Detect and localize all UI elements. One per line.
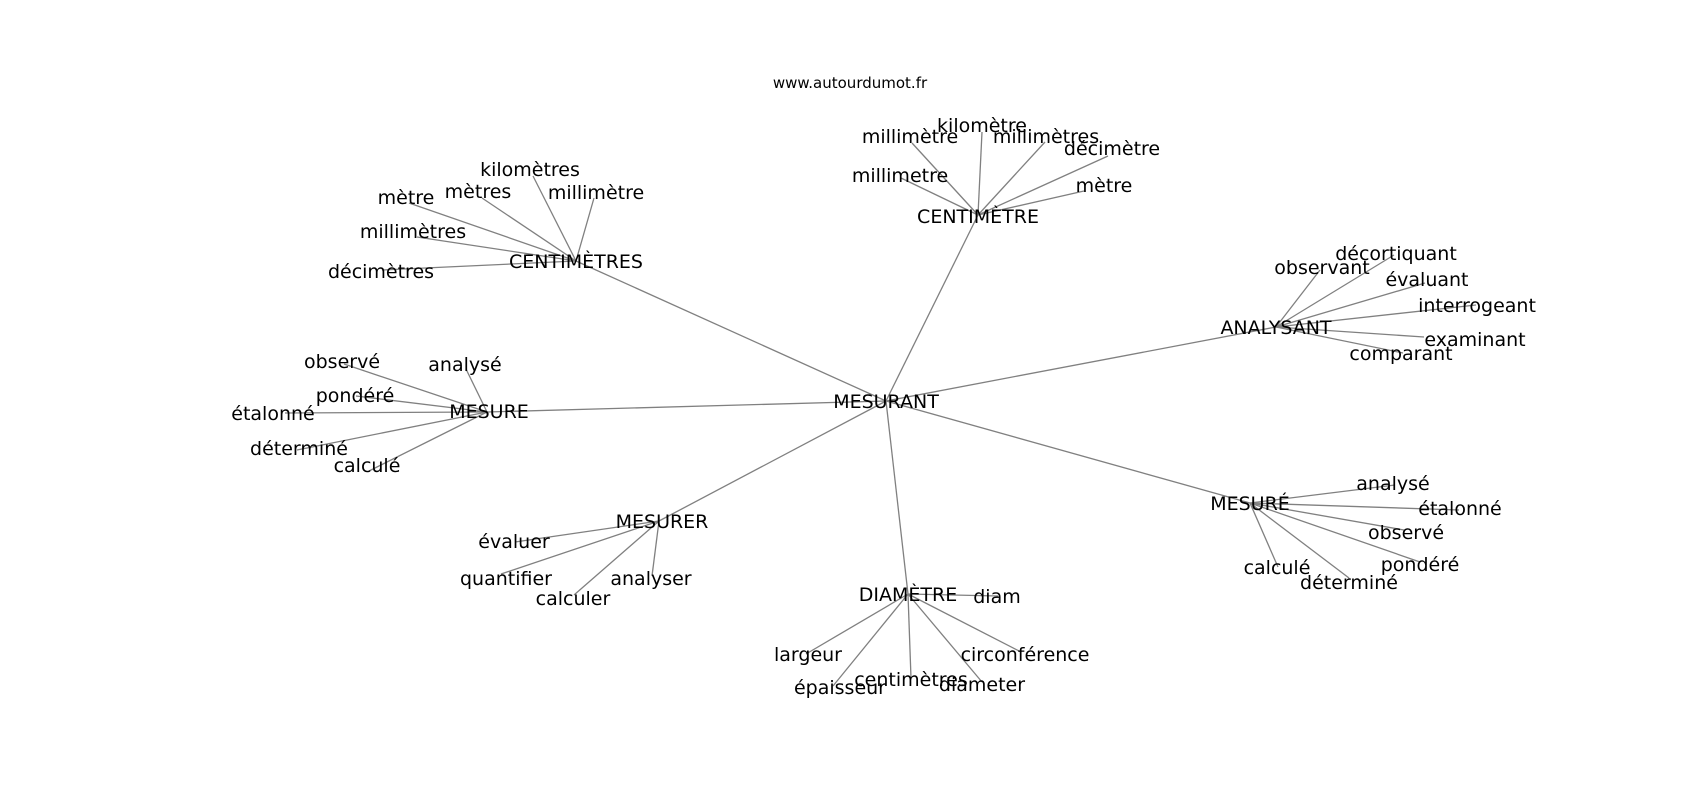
- leaf-node-observe[interactable]: observé: [1368, 522, 1444, 544]
- edge-mesure-determine: [1249, 502, 1350, 579]
- edge-center-analysant: [885, 326, 1277, 402]
- leaf-node-decimetre[interactable]: décimètre: [1064, 138, 1160, 160]
- hub-node-mesure[interactable]: MESURE: [449, 401, 529, 423]
- leaf-node-interrogeant[interactable]: interrogeant: [1418, 295, 1536, 317]
- edge-mesurer-evaluer: [514, 520, 660, 543]
- leaf-node-kilometres[interactable]: kilomètres: [480, 159, 580, 181]
- hub-node-mesurer[interactable]: MESURER: [616, 511, 709, 533]
- edge-mesurer-calculer: [573, 520, 660, 596]
- leaf-node-epaisseur[interactable]: épaisseur: [794, 677, 886, 699]
- edge-analysant-observant: [1275, 269, 1321, 328]
- edge-mesure-observe: [343, 363, 488, 413]
- hub-node-centimetre[interactable]: CENTIMÈTRE: [917, 205, 1039, 228]
- edge-mesure-calcule: [1249, 502, 1279, 568]
- leaf-node-metre[interactable]: mètre: [1076, 175, 1133, 197]
- edge-mesure-calcule: [368, 411, 488, 472]
- leaf-node-decortiquant[interactable]: décortiquant: [1335, 243, 1457, 265]
- edge-center-mesurer: [658, 400, 887, 522]
- edge-centimetre-metre: [977, 190, 1085, 216]
- edge-centimetres-metres: [481, 197, 577, 262]
- leaf-node-metre[interactable]: mètre: [378, 187, 435, 209]
- hub-node-mesure[interactable]: MESURÉ: [1210, 492, 1290, 515]
- leaf-node-evaluer[interactable]: évaluer: [478, 531, 550, 553]
- leaf-node-calcule[interactable]: calculé: [334, 455, 401, 477]
- center-node-mesurant[interactable]: MESURANT: [833, 391, 939, 413]
- leaf-node-etalonne[interactable]: étalonné: [231, 403, 314, 425]
- edge-mesure-determine: [296, 411, 488, 451]
- edge-centimetres-metre: [408, 202, 577, 262]
- edge-center-diametre: [885, 400, 909, 595]
- leaf-node-analyse[interactable]: analysé: [1356, 473, 1429, 495]
- edge-analysant-decortiquant: [1275, 254, 1395, 328]
- leaf-node-analyser[interactable]: analyser: [610, 568, 691, 590]
- leaf-node-pondere[interactable]: pondéré: [316, 385, 395, 407]
- leaf-node-examinant[interactable]: examinant: [1424, 329, 1525, 351]
- edge-mesure-observe: [1249, 502, 1405, 531]
- leaf-node-quantifier[interactable]: quantifier: [460, 568, 552, 590]
- site-url[interactable]: www.autourdumot.fr: [773, 74, 928, 92]
- hub-node-diametre[interactable]: DIAMÈTRE: [859, 583, 957, 606]
- leaf-node-metres[interactable]: mètres: [445, 181, 512, 203]
- edge-mesure-analyse: [465, 368, 488, 413]
- edge-diametre-circonference: [907, 593, 1022, 653]
- edge-mesure-etalonne: [284, 411, 488, 414]
- edge-mesure-pondere: [355, 395, 488, 413]
- edge-mesure-etalonne: [1249, 502, 1460, 511]
- edge-diametre-largeur: [805, 593, 909, 655]
- edge-analysant-examinant: [1275, 326, 1425, 338]
- edge-mesurer-analyser: [651, 520, 660, 577]
- leaf-node-diam[interactable]: diam: [973, 586, 1021, 608]
- leaf-node-comparant[interactable]: comparant: [1349, 343, 1452, 365]
- edge-analysant-comparant: [1275, 326, 1404, 354]
- edge-centimetre-kilometre: [977, 131, 983, 216]
- leaf-node-calcule[interactable]: calculé: [1244, 557, 1311, 579]
- edge-diametre-diameter: [907, 593, 983, 683]
- leaf-node-etalonne[interactable]: étalonné: [1418, 498, 1501, 520]
- leaf-node-millimetres[interactable]: millimètres: [360, 221, 466, 243]
- leaf-node-observe[interactable]: observé: [304, 351, 380, 373]
- leaf-node-millimetres[interactable]: millimètres: [993, 126, 1099, 148]
- edge-analysant-interrogeant: [1275, 304, 1477, 328]
- edge-centimetres-decimetres: [381, 260, 577, 271]
- edge-diametre-epaisseur: [832, 593, 909, 687]
- edge-center-mesure: [885, 400, 1251, 504]
- edge-diametre-centimetres: [907, 593, 912, 679]
- leaf-node-millimetre[interactable]: millimetre: [852, 165, 948, 187]
- edge-centimetre-decimetre: [977, 155, 1109, 216]
- edge-mesure-pondere: [1249, 502, 1421, 563]
- edge-analysant-evaluant: [1275, 282, 1426, 328]
- leaf-node-determine[interactable]: déterminé: [250, 438, 348, 460]
- graph-edges: [284, 131, 1477, 687]
- edge-centimetre-millimetre: [911, 142, 979, 216]
- leaf-node-determine[interactable]: déterminé: [1300, 572, 1398, 594]
- edge-diametre-diam: [907, 593, 999, 597]
- leaf-node-millimetre[interactable]: millimètre: [862, 126, 958, 148]
- leaf-node-circonference[interactable]: circonférence: [961, 644, 1090, 666]
- leaf-node-pondere[interactable]: pondéré: [1381, 554, 1460, 576]
- leaf-node-observant[interactable]: observant: [1274, 257, 1369, 279]
- edge-centimetre-millimetre: [900, 177, 979, 216]
- edge-mesurer-quantifier: [500, 520, 660, 575]
- leaf-node-decimetres[interactable]: décimètres: [328, 261, 434, 283]
- edge-centimetres-millimetres: [416, 236, 577, 262]
- hub-node-centimetres[interactable]: CENTIMÈTRES: [509, 250, 643, 273]
- edge-center-centimetres: [575, 260, 887, 402]
- edge-center-centimetre: [885, 214, 979, 402]
- edge-centimetres-millimetre: [575, 197, 595, 262]
- leaf-node-diameter[interactable]: diameter: [939, 674, 1025, 696]
- leaf-node-calculer[interactable]: calculer: [536, 588, 611, 610]
- leaf-node-evaluant[interactable]: évaluant: [1385, 269, 1468, 291]
- edge-centimetre-millimetres: [977, 141, 1046, 216]
- edge-center-mesure: [486, 400, 887, 413]
- edge-mesure-analyse: [1249, 484, 1396, 504]
- graph-labels: www.autourdumot.fr MESURANT CENTIMÈTRES ki…: [231, 74, 1536, 699]
- edge-centimetres-kilometres: [532, 175, 577, 262]
- leaf-node-analyse[interactable]: analysé: [428, 354, 501, 376]
- leaf-node-largeur[interactable]: largeur: [774, 644, 842, 666]
- leaf-node-centimetres[interactable]: centimètres: [854, 669, 968, 691]
- leaf-node-kilometre[interactable]: kilomètre: [937, 115, 1027, 137]
- hub-node-analysant[interactable]: ANALYSANT: [1220, 317, 1331, 339]
- leaf-node-millimetre[interactable]: millimètre: [548, 182, 644, 204]
